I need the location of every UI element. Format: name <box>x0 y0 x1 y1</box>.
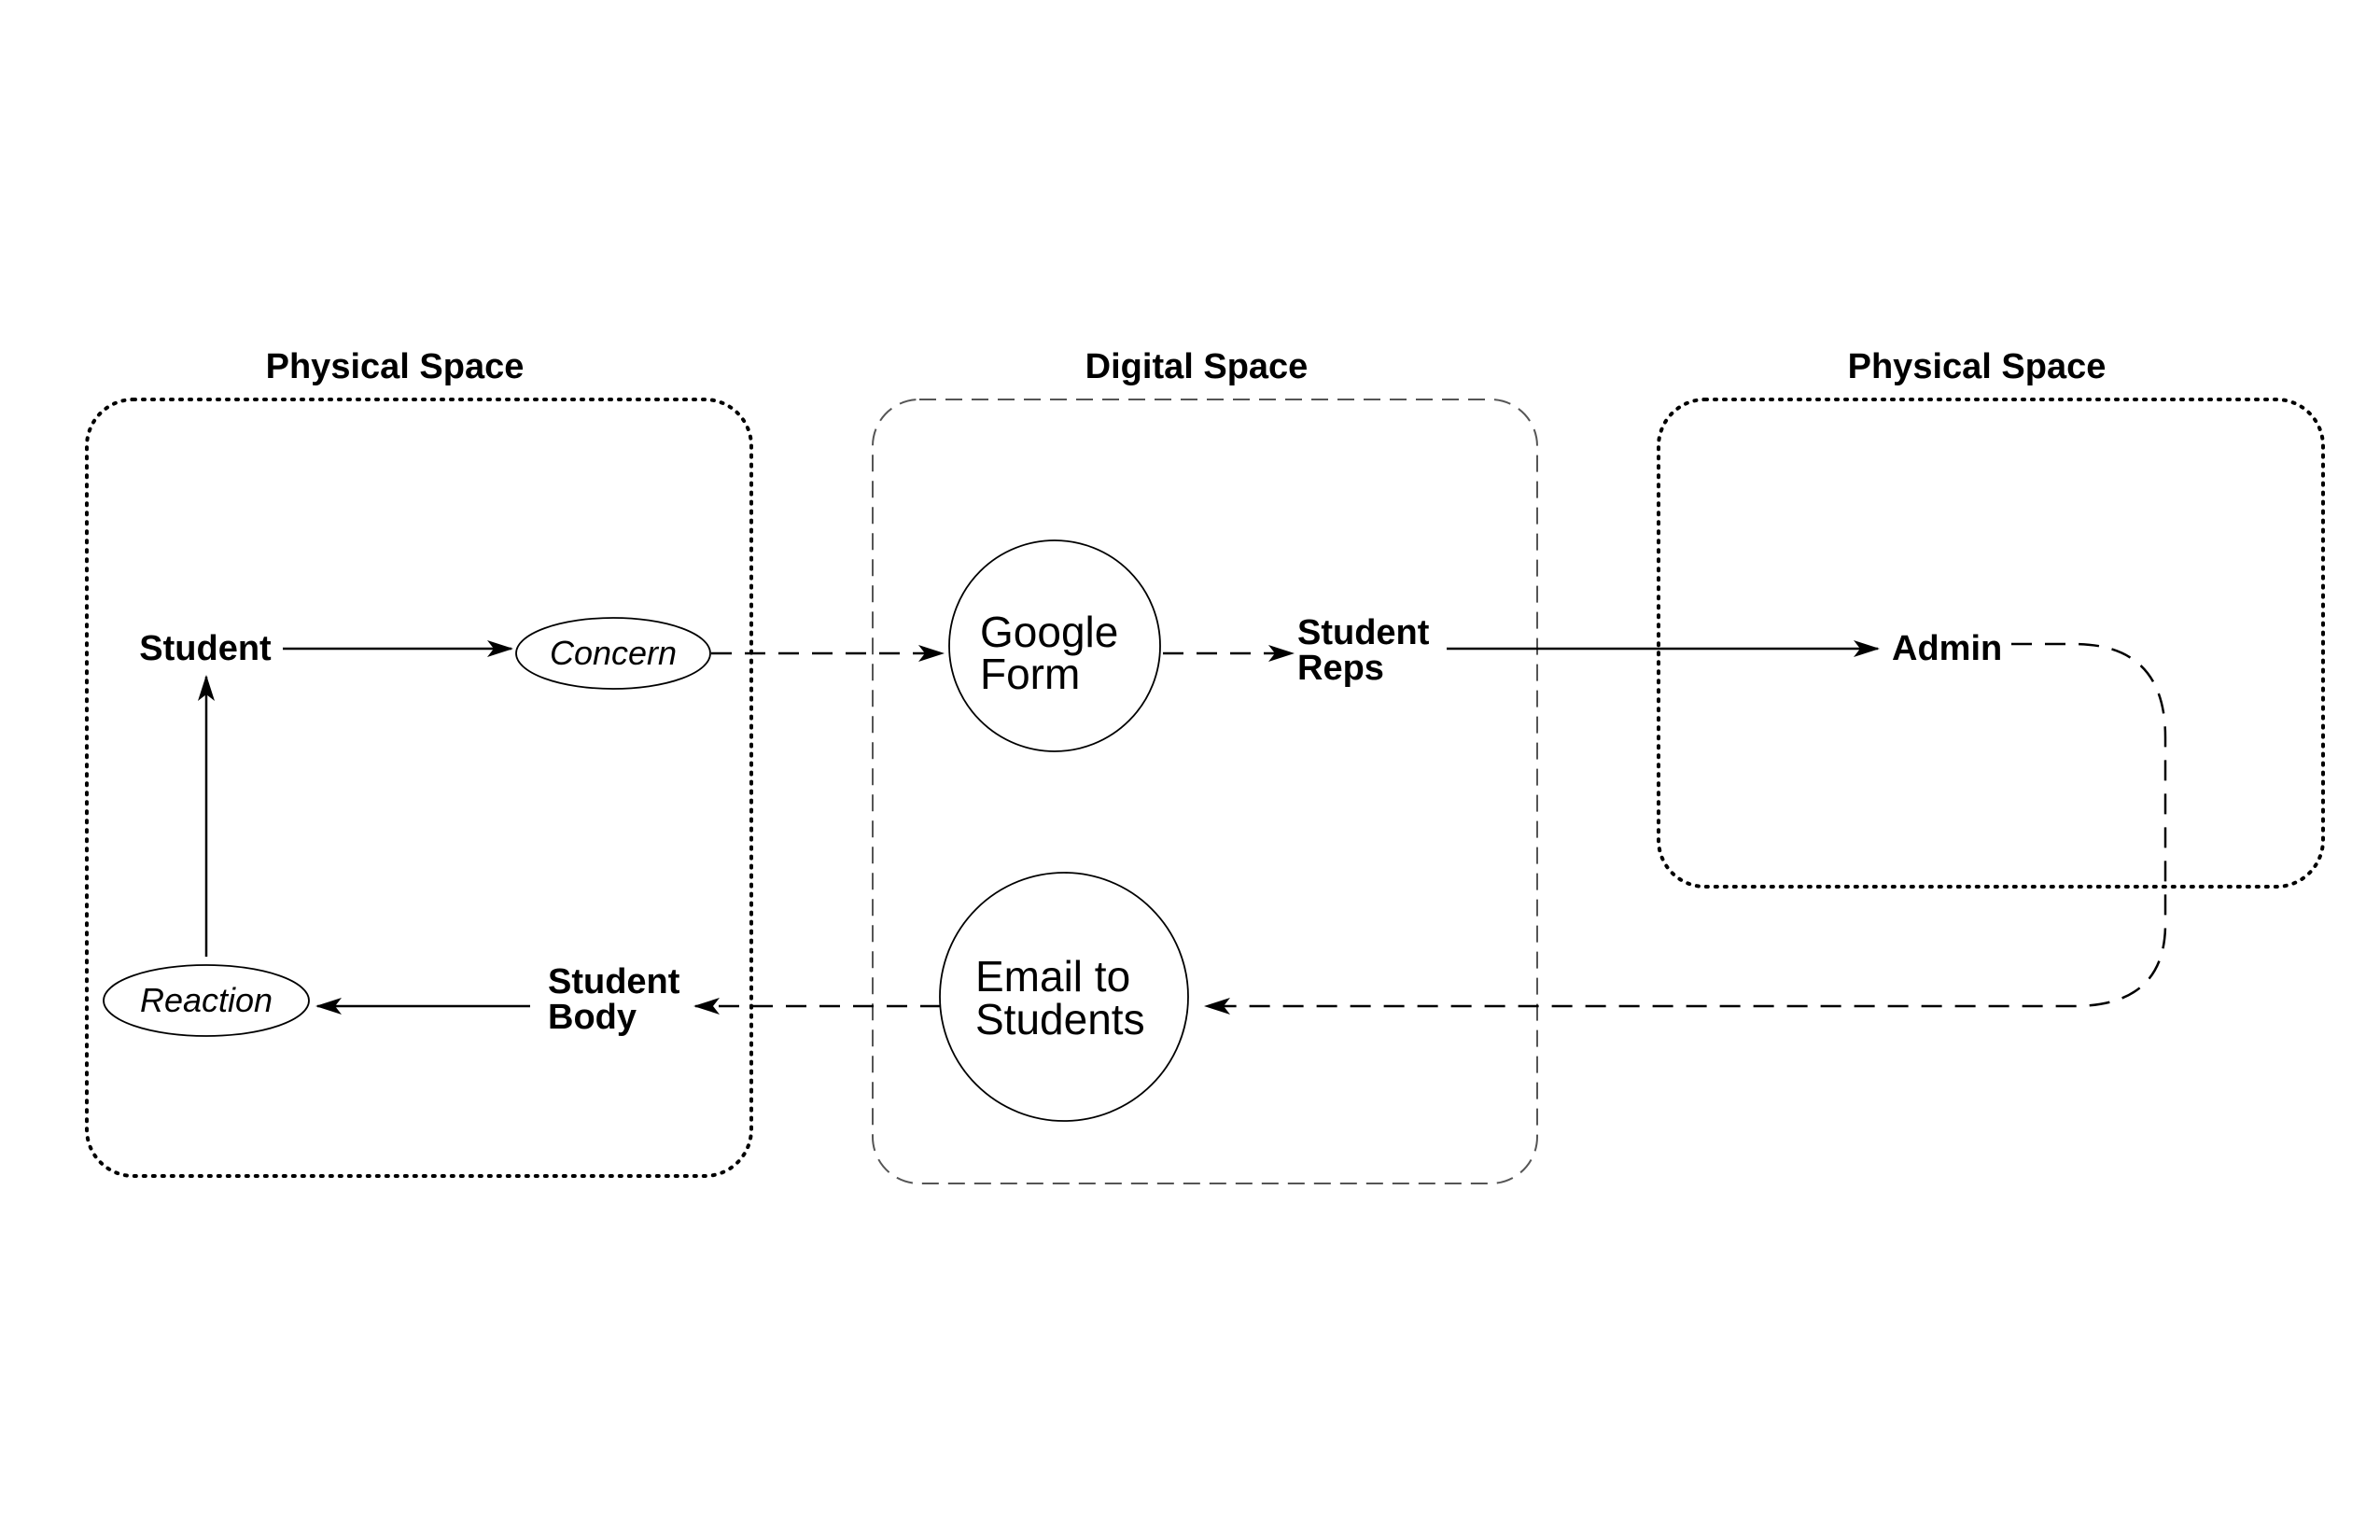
right-physical-space-box <box>1657 398 2325 889</box>
edge-admin-to-email <box>1204 642 2167 1015</box>
node-google-form-line2: Form <box>980 650 1080 698</box>
node-concern: Concern <box>515 617 711 690</box>
node-student-body-line1: Student <box>548 962 680 1001</box>
node-admin: Admin <box>1892 629 2002 668</box>
node-reaction-label: Reaction <box>140 981 273 1019</box>
node-concern-label: Concern <box>550 634 677 672</box>
node-email-line2: Students <box>975 995 1145 1043</box>
node-email-line1: Email to <box>975 952 1130 1001</box>
left-physical-space-box <box>85 398 753 1178</box>
node-email-to-students: Email to Students <box>939 872 1189 1122</box>
node-student: Student <box>139 629 272 668</box>
node-reaction: Reaction <box>103 964 310 1037</box>
left-region-title: Physical Space <box>266 347 525 386</box>
node-google-form-line1: Google <box>980 608 1118 656</box>
node-student-reps-line2: Reps <box>1297 649 1384 688</box>
node-google-form: Google Form <box>948 539 1161 752</box>
node-student-reps-line1: Student <box>1297 613 1430 652</box>
middle-region-title: Digital Space <box>1085 347 1309 386</box>
right-region-title: Physical Space <box>1848 347 2107 386</box>
node-student-body-line2: Body <box>548 998 637 1037</box>
